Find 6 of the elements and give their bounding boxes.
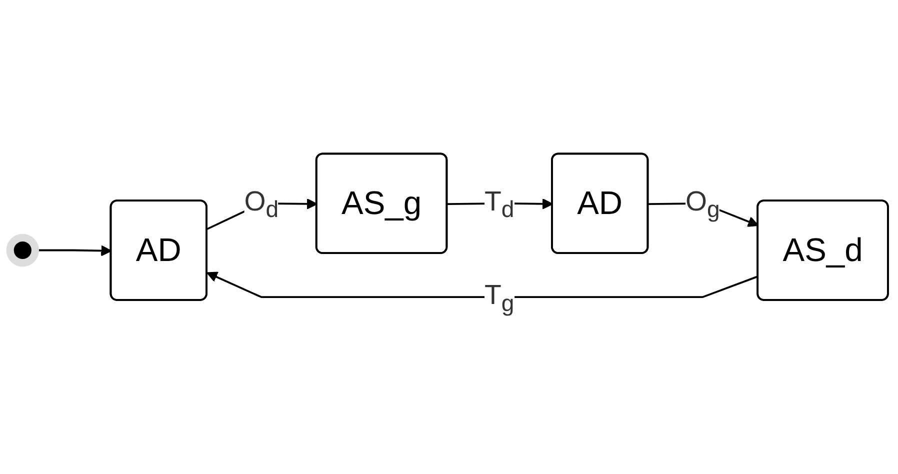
arrow [206,272,759,298]
edge-label: O$_{d}$ [244,185,279,222]
node-circle [6,234,39,267]
edge-label: T$_{g}$ [484,278,514,316]
edge-label: O$_{g}$ [685,185,720,222]
edge-label: T$_{d}$ [484,185,514,222]
